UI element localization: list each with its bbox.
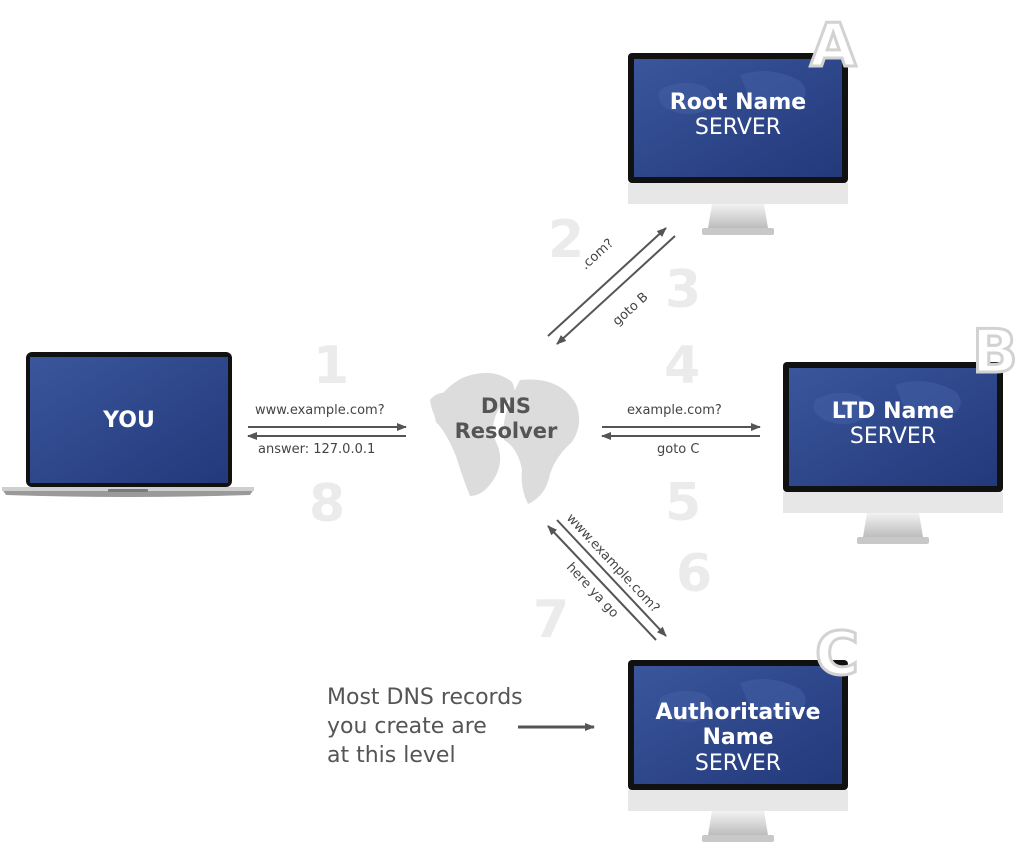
laptop-icon <box>2 352 254 497</box>
note-line2: you create are <box>327 714 487 739</box>
monitor-b-icon <box>783 362 1003 544</box>
client-answer-label: answer: 127.0.0.1 <box>258 442 376 457</box>
note-line3: at this level <box>327 743 456 768</box>
monitor-c-icon <box>628 660 848 842</box>
step-7: 7 <box>533 590 570 650</box>
client-query-label: www.example.com? <box>255 403 385 418</box>
step-6: 6 <box>676 544 713 604</box>
globe-icon <box>430 372 580 504</box>
step-5: 5 <box>665 473 702 533</box>
server-c-name-2: Name <box>702 725 774 751</box>
step-3: 3 <box>665 260 702 320</box>
arrow-auth-query <box>556 519 667 637</box>
tld-answer-label: goto C <box>657 442 700 457</box>
server-c-type: SERVER <box>694 750 782 776</box>
resolver-line2: Resolver <box>454 419 558 444</box>
monitor-a-icon <box>628 53 848 235</box>
arrow-auth-answer <box>547 525 657 641</box>
step-2: 2 <box>548 210 585 270</box>
server-a-letter: A <box>808 11 857 81</box>
server-b-type: SERVER <box>849 424 937 450</box>
server-a-label: Root Name SERVER <box>634 90 842 141</box>
step-8: 8 <box>309 474 346 534</box>
server-c-letter: C <box>813 619 860 689</box>
server-a-type: SERVER <box>694 115 782 141</box>
dns-resolver-label: DNS Resolver <box>436 394 576 444</box>
client-label-text: YOU <box>103 408 155 433</box>
step-4: 4 <box>664 336 701 396</box>
dns-records-note: Most DNS records you create are at this … <box>327 683 523 770</box>
arrow-root-query <box>547 227 667 337</box>
server-b-name: LTD Name <box>831 399 955 424</box>
arrow-root-answer <box>556 235 676 345</box>
server-a-name: Root Name <box>669 90 807 115</box>
server-c-name: Authoritative <box>655 700 821 725</box>
tld-query-label: example.com? <box>627 403 722 418</box>
resolver-line1: DNS <box>480 394 532 418</box>
step-1: 1 <box>313 336 350 396</box>
note-line1: Most DNS records <box>327 685 523 710</box>
client-label: YOU <box>30 408 228 433</box>
server-b-letter: B <box>971 317 1020 387</box>
server-c-label: Authoritative Name SERVER <box>634 700 842 776</box>
server-b-label: LTD Name SERVER <box>789 399 997 450</box>
